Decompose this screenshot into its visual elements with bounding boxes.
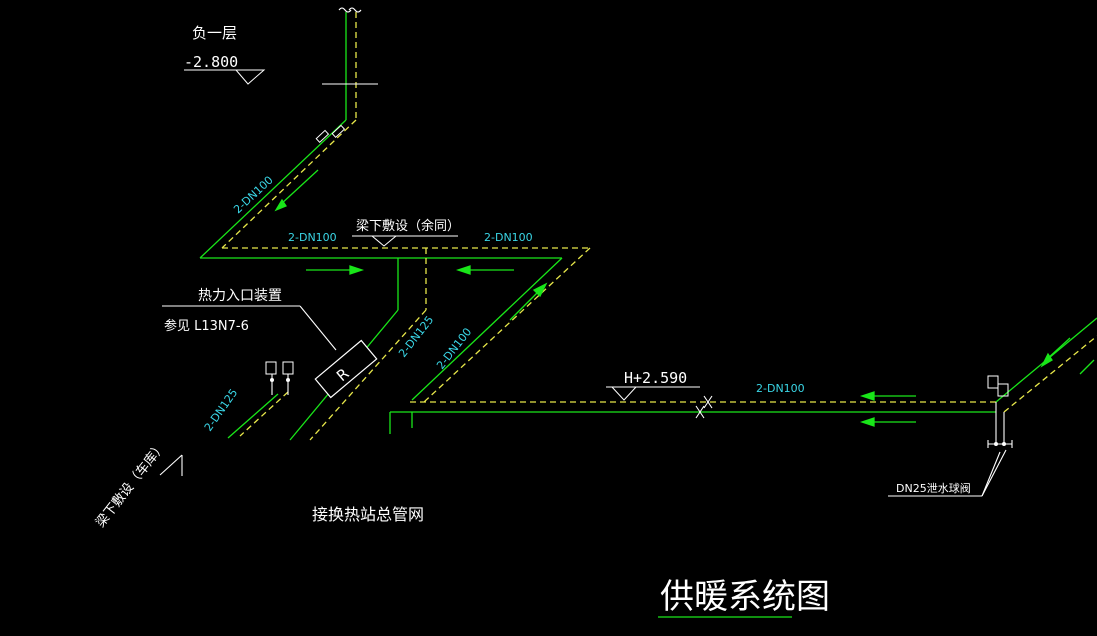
- level-name: 负一层: [192, 24, 237, 42]
- pipe-size-long: 2-DN100: [756, 382, 805, 395]
- left-lower-pipes: [159, 361, 294, 476]
- station-network-label: 接换热站总管网: [312, 505, 424, 524]
- heat-entry-device: [314, 339, 378, 399]
- pipe-size-top-left: 2-DN100: [288, 231, 337, 244]
- top-header-pipe: [200, 247, 591, 403]
- under-beam-garage: 梁下敷设（车库）: [93, 439, 170, 531]
- heat-entry-reference: 参见 L13N7-6: [164, 318, 249, 334]
- pipe-size-top-right: 2-DN100: [484, 231, 533, 244]
- drain-valve-label: DN25泄水球阀: [896, 481, 971, 495]
- elevation-label: H+2.590: [624, 369, 687, 387]
- vertical-riser: [322, 7, 378, 120]
- drawing-title: 供暖系统图: [660, 577, 830, 617]
- pipe-size-dn100-mid: 2-DN100: [434, 325, 474, 371]
- heat-entry-label: 热力入口装置: [198, 288, 282, 304]
- diagonal-pipe-upper: [199, 119, 357, 259]
- leader-lines: [162, 69, 1007, 497]
- pipe-size-top-diag: 2-DN100: [231, 173, 275, 216]
- right-riser: [987, 317, 1097, 448]
- pipe-size-dn125-left: 2-DN125: [202, 386, 241, 433]
- under-beam-note: 梁下敷设（余同）: [356, 218, 460, 234]
- long-horizontal-pipe: [389, 386, 996, 434]
- level-value: -2.800: [184, 53, 238, 71]
